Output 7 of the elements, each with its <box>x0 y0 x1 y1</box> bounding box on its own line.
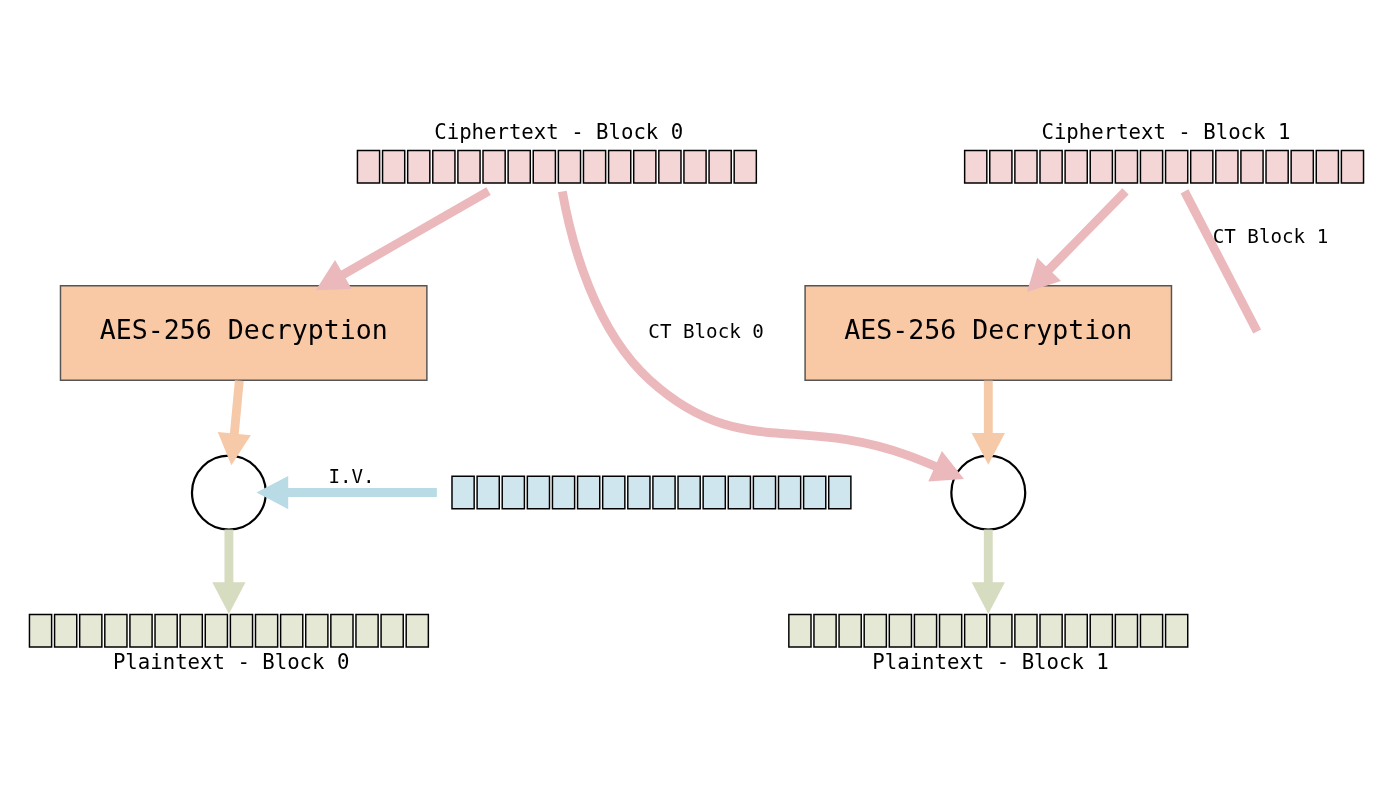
node-label: Plaintext - Block 1 <box>872 650 1109 675</box>
edge-label: CT Block 1 <box>1212 225 1329 249</box>
edge-label: I.V. <box>328 464 375 488</box>
node-label: Plaintext - Block 0 <box>112 650 350 675</box>
edge-label: CT Block 0 <box>648 320 764 344</box>
node-label: Ciphertext - Block 0 <box>434 120 684 145</box>
node-label: Ciphertext - Block 1 <box>1041 120 1291 145</box>
